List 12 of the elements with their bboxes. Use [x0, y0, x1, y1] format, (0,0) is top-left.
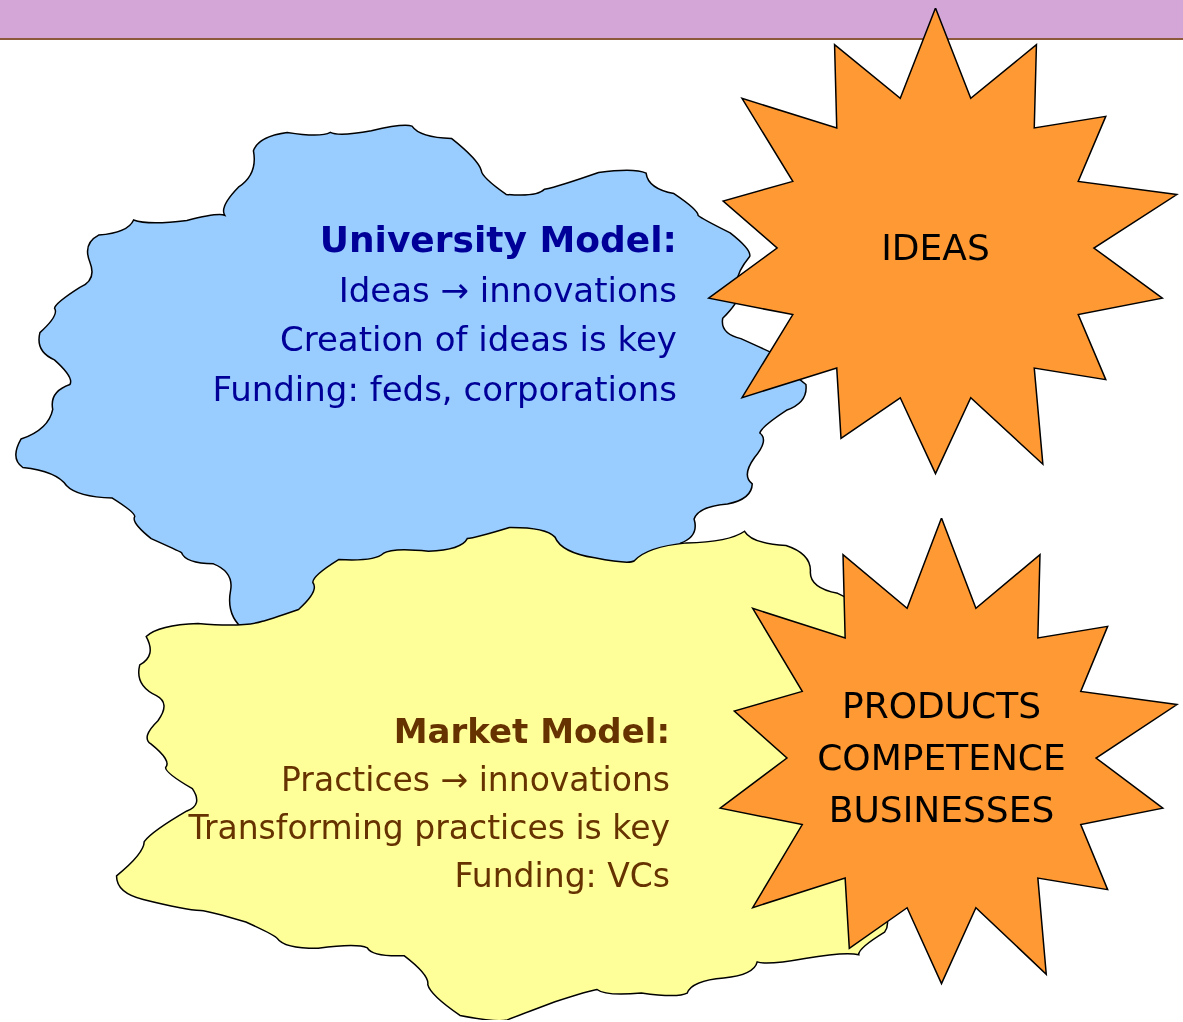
- body-text: Funding: VCs: [453, 855, 670, 897]
- body-text: Practices → innovations: [280, 759, 670, 802]
- body-text: Creation of ideas is key: [278, 318, 677, 362]
- body-text: Ideas → innovations: [337, 269, 677, 313]
- body-text: Funding: feds, corporations: [211, 367, 677, 411]
- star-text: PRODUCTS: [840, 683, 1043, 728]
- star-text: IDEAS: [880, 225, 991, 270]
- body-text: Transforming practices is key: [187, 807, 670, 850]
- heading-text: University Model:: [318, 218, 677, 262]
- heading-text: Market Model:: [392, 710, 670, 753]
- star-text: BUSINESSES: [827, 788, 1056, 833]
- star-text: COMPETENCE: [816, 735, 1067, 780]
